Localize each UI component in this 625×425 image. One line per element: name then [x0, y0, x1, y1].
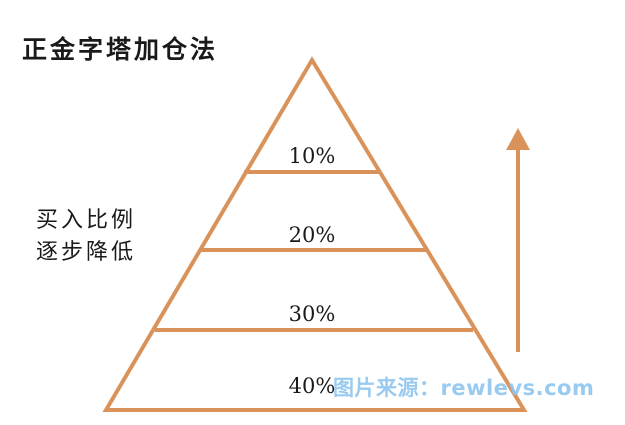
page-title: 正金字塔加仓法: [22, 35, 219, 64]
side-label: 买入比例 逐步降低: [36, 205, 136, 269]
tier-label-2: 20%: [289, 223, 336, 247]
tier-label-1: 10%: [289, 144, 336, 168]
up-arrow-icon: [506, 128, 530, 352]
watermark: 图片来源：rewlevs.com: [333, 376, 595, 400]
side-label-line-1: 买入比例: [36, 208, 137, 233]
pyramid-outline: [102, 56, 528, 412]
tier-label-4: 40%: [289, 374, 336, 398]
side-label-line-2: 逐步降低: [36, 240, 137, 265]
tier-label-3: 30%: [289, 302, 336, 326]
